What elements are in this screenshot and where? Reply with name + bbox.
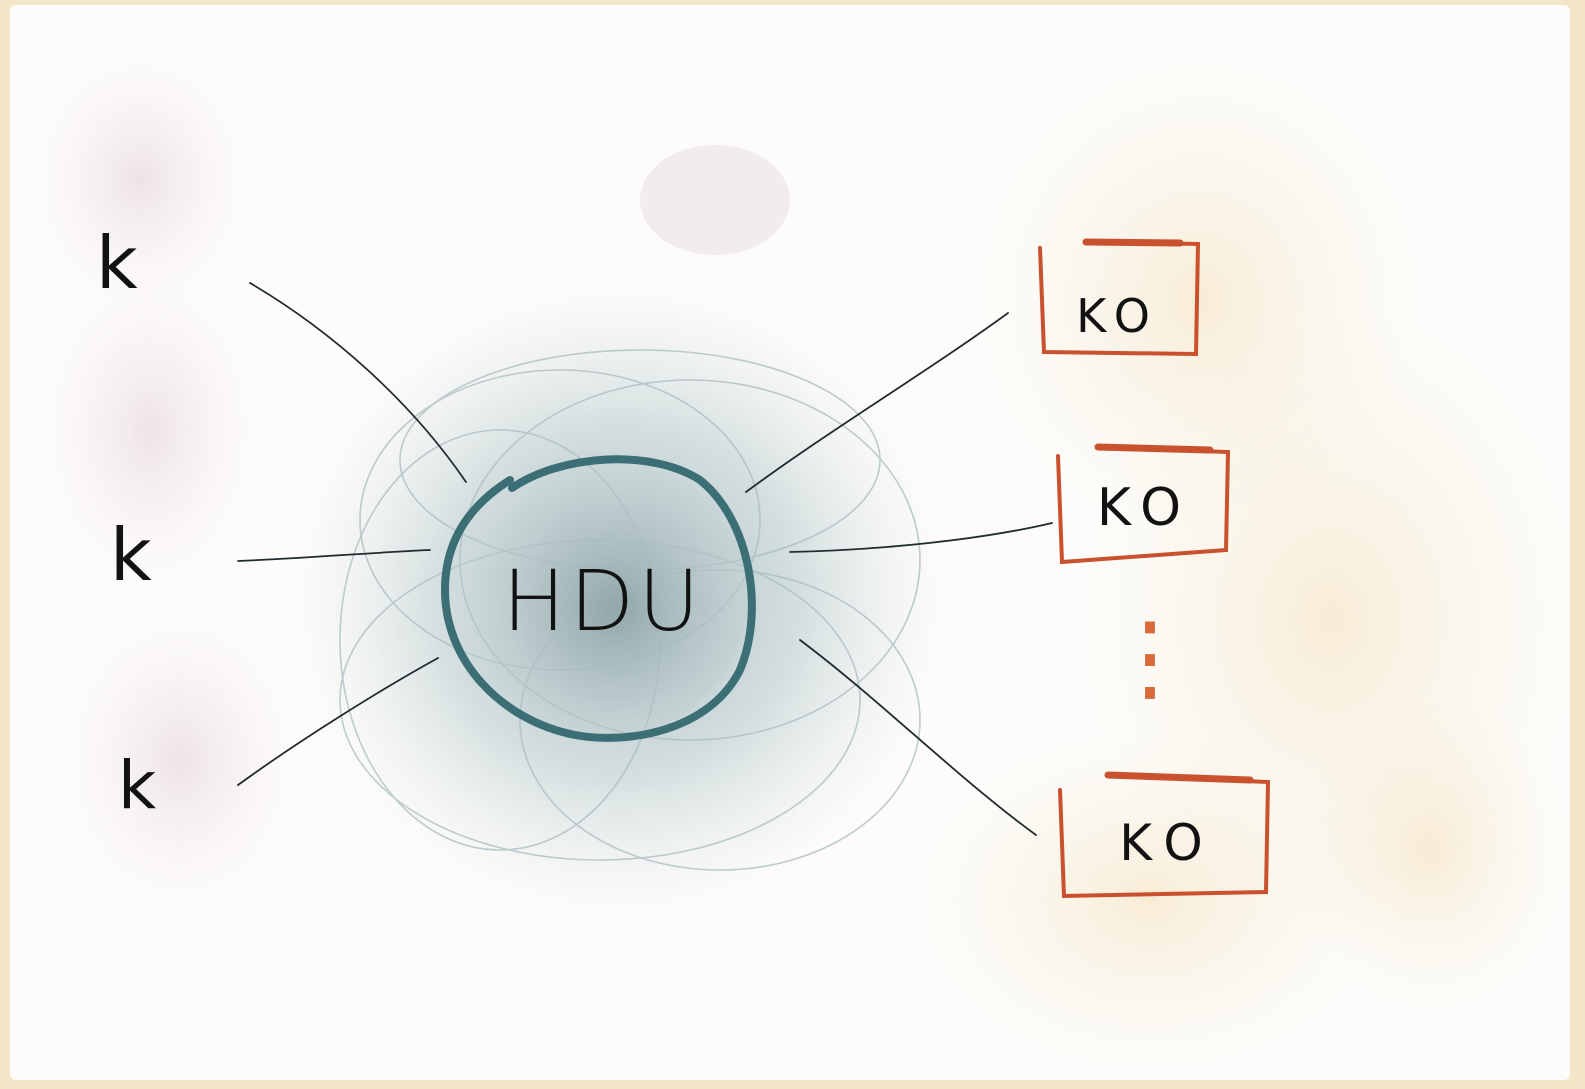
right-node-label: KO <box>1119 814 1216 872</box>
right-node-box <box>1056 443 1231 565</box>
hub-ring <box>440 455 756 742</box>
hub-label: HDU <box>502 552 703 650</box>
right-nodes <box>1038 238 1271 899</box>
left-node-label: k <box>96 221 138 305</box>
connector-right-top <box>745 312 1009 493</box>
connector-left-middle <box>237 549 431 562</box>
left-nodes: k k k <box>96 221 157 824</box>
connector-left-bottom <box>237 657 439 786</box>
right-node-labels: KO KO KO <box>1076 289 1216 872</box>
right-node-label: KO <box>1097 478 1193 538</box>
left-watercolor-wash <box>30 50 300 910</box>
connector-lines <box>237 282 1053 836</box>
left-node-label: k <box>118 747 157 824</box>
hub-node: HDU <box>440 452 756 742</box>
right-node-label: KO <box>1076 289 1160 343</box>
right-node-box <box>1038 238 1201 357</box>
connector-left-top <box>249 282 467 483</box>
connector-right-bottom <box>799 639 1037 836</box>
top-smudge <box>640 145 790 255</box>
right-node-box <box>1058 771 1271 899</box>
left-node-label: k <box>110 513 152 597</box>
connector-right-middle <box>789 522 1053 553</box>
ellipsis-dots: ⋮ <box>1102 601 1198 713</box>
